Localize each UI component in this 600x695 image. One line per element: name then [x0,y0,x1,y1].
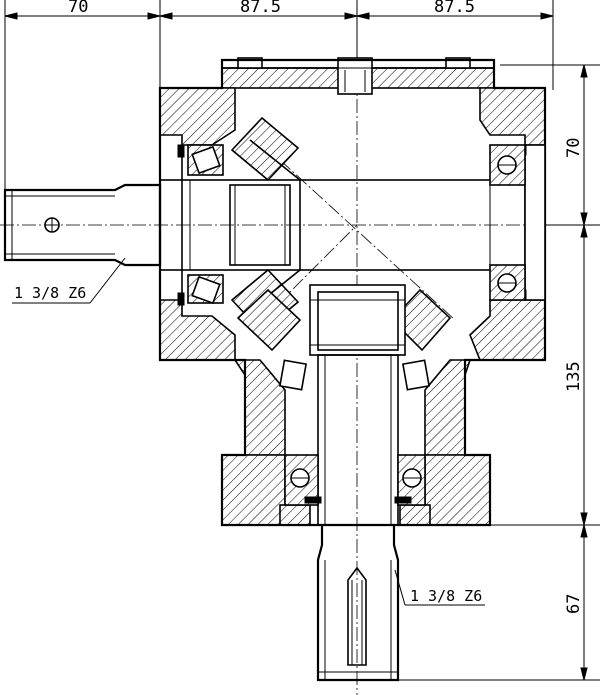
dim-axis-to-flange: 135 [564,361,584,392]
dim-left-to-center: 87.5 [240,0,281,17]
output-bearing-upper [278,359,431,391]
dim-center-to-right: 87.5 [434,0,475,17]
dim-output-shaft-length: 67 [564,594,584,614]
input-bearing-left [187,144,224,305]
input-bearing-right [489,144,526,301]
output-spline-callout: 1 3/8 Z6 [410,587,482,605]
dimension-lines [4,0,600,681]
dim-input-shaft-length: 70 [68,0,88,17]
callout-leaders [12,257,485,606]
gearbox-housing [158,57,547,527]
bevel-gear-output [236,284,452,356]
dim-top-to-axis: 70 [564,138,584,158]
input-spline-callout: 1 3/8 Z6 [14,284,86,302]
input-shaft [3,144,546,306]
output-shaft [284,354,426,682]
